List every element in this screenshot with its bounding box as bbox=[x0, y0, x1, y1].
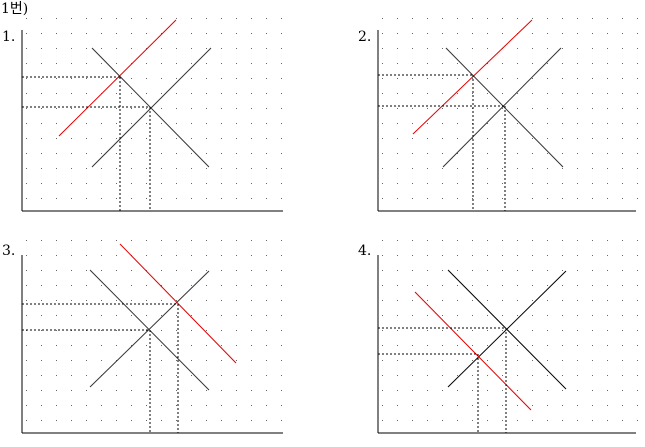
panel-4-shifted-curve bbox=[414, 291, 532, 411]
panel-3 bbox=[21, 240, 283, 434]
panel-4-dot-grid bbox=[382, 240, 638, 421]
panel-1-label: 1. bbox=[2, 29, 16, 45]
problem-title: 1번) bbox=[1, 1, 29, 17]
panel-1-dot-grid bbox=[26, 18, 282, 199]
panel-3-demand-curve bbox=[89, 270, 210, 388]
panel-1-supply-curve bbox=[91, 47, 212, 168]
panel-1-shifted-curve bbox=[58, 19, 177, 137]
panel-3-label: 3. bbox=[2, 243, 16, 259]
panel-4-label: 4. bbox=[358, 243, 372, 259]
panel-4-demand-curve bbox=[447, 270, 567, 388]
panel-2-dot-grid bbox=[382, 18, 638, 199]
panel-2-label: 2. bbox=[358, 29, 372, 45]
panel-3-shifted-curve bbox=[119, 243, 237, 364]
panel-1 bbox=[21, 18, 283, 212]
panel-2 bbox=[377, 18, 638, 212]
panel-2-supply-curve bbox=[442, 47, 562, 168]
panel-4 bbox=[377, 240, 638, 434]
panel-3-dot-grid bbox=[26, 240, 282, 421]
